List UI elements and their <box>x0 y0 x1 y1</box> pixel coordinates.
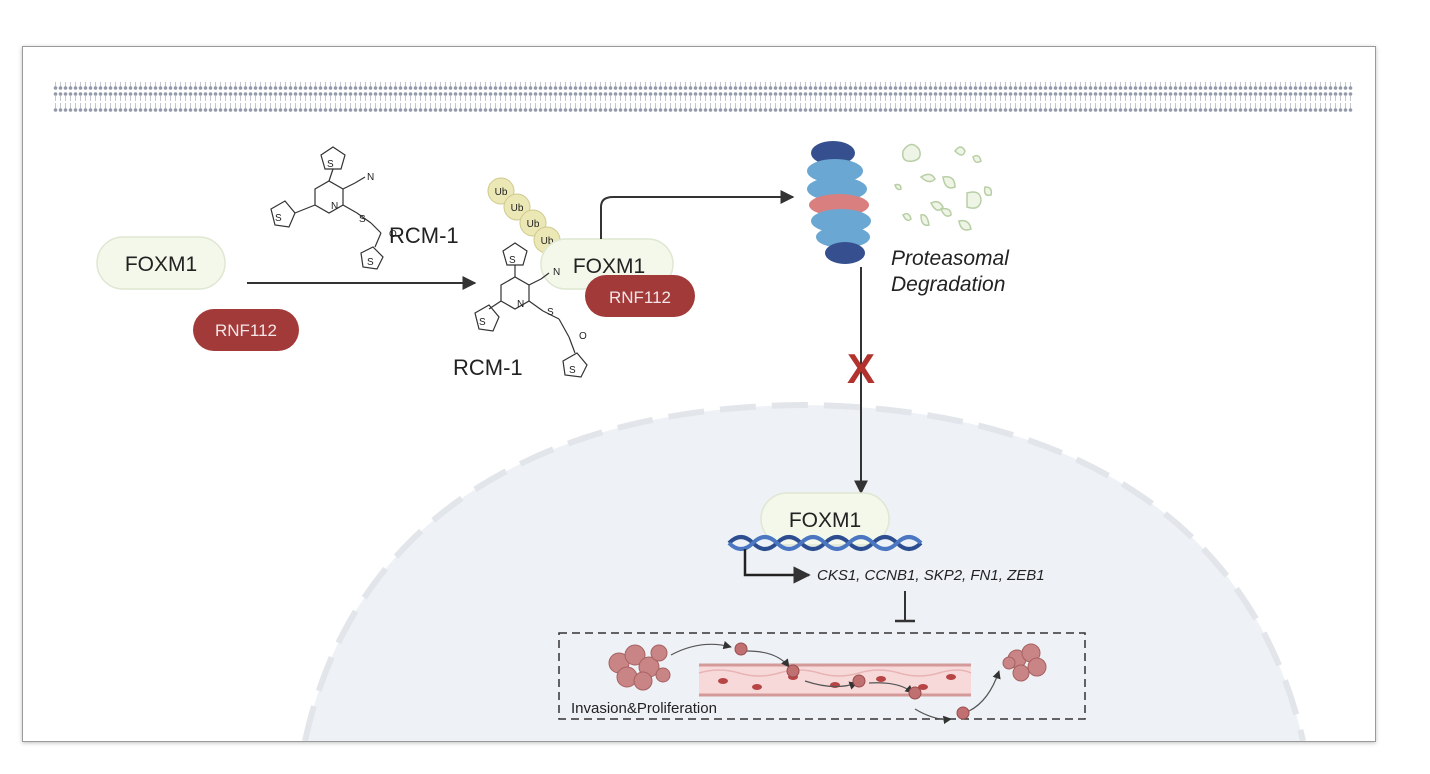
dna-helix <box>727 535 923 551</box>
foxm1-nucleus-label: FOXM1 <box>789 509 861 532</box>
invasion-box <box>558 632 1086 720</box>
svg-text:S: S <box>509 255 516 266</box>
diagram-canvas: N S N O S S S RCM-1 FOXM1 RNF112 Ub Ub U… <box>53 82 1353 741</box>
degradation-arrow <box>600 190 795 239</box>
rnf112-free-label: RNF112 <box>215 321 277 340</box>
svg-text:Ub: Ub <box>527 219 540 230</box>
tumor-cluster-left <box>608 644 671 691</box>
foxm1-free-label: FOXM1 <box>125 253 197 276</box>
invasion-label: Invasion&Proliferation <box>571 700 717 717</box>
svg-text:S: S <box>547 307 554 318</box>
rcm1-structure-bottom <box>474 242 588 378</box>
blood-vessel <box>698 663 972 697</box>
rcm1-structure-atoms-bottom: N S N O S S S <box>479 255 587 376</box>
rnf112-complex-pill <box>585 275 695 317</box>
rcm1-structure-atoms-top: N S N O S S S <box>275 159 397 268</box>
svg-text:S: S <box>327 159 334 170</box>
svg-text:N: N <box>517 299 524 310</box>
proteasome <box>807 141 871 264</box>
rnf112-complex-label: RNF112 <box>609 288 671 307</box>
rcm1-structure-top <box>270 146 384 270</box>
blocked-x-mark: X <box>847 345 875 392</box>
foxm1-complex-label: FOXM1 <box>573 255 645 278</box>
svg-text:O: O <box>579 331 587 342</box>
svg-text:S: S <box>359 214 366 225</box>
svg-text:N: N <box>331 201 338 212</box>
degradation-label-line1: Proteasomal <box>891 247 1010 270</box>
svg-text:N: N <box>553 267 560 278</box>
rnf112-free-pill <box>193 309 299 351</box>
svg-text:Ub: Ub <box>511 203 524 214</box>
ubiquitin-chain: Ub Ub Ub Ub <box>487 177 561 254</box>
protein-fragments <box>894 143 993 231</box>
svg-text:Ub: Ub <box>495 187 508 198</box>
svg-text:S: S <box>275 213 282 224</box>
diagram-frame: N S N O S S S RCM-1 FOXM1 RNF112 Ub Ub U… <box>22 46 1376 742</box>
transcription-arrow <box>743 549 811 584</box>
svg-text:S: S <box>367 257 374 268</box>
svg-text:N: N <box>367 172 374 183</box>
cell-membrane <box>53 82 1353 114</box>
foxm1-free-pill <box>96 236 226 290</box>
degradation-label-line2: Degradation <box>891 273 1005 296</box>
svg-text:S: S <box>569 365 576 376</box>
rcm1-label-bottom: RCM-1 <box>453 355 523 380</box>
svg-text:Ub: Ub <box>541 236 554 247</box>
tumor-cluster-right <box>1002 643 1047 682</box>
migrating-cells <box>734 642 970 720</box>
svg-text:O: O <box>389 229 397 240</box>
target-genes: CKS1, CCNB1, SKP2, FN1, ZEB1 <box>817 567 1045 584</box>
svg-text:S: S <box>479 317 486 328</box>
rcm1-label-top: RCM-1 <box>389 223 459 248</box>
